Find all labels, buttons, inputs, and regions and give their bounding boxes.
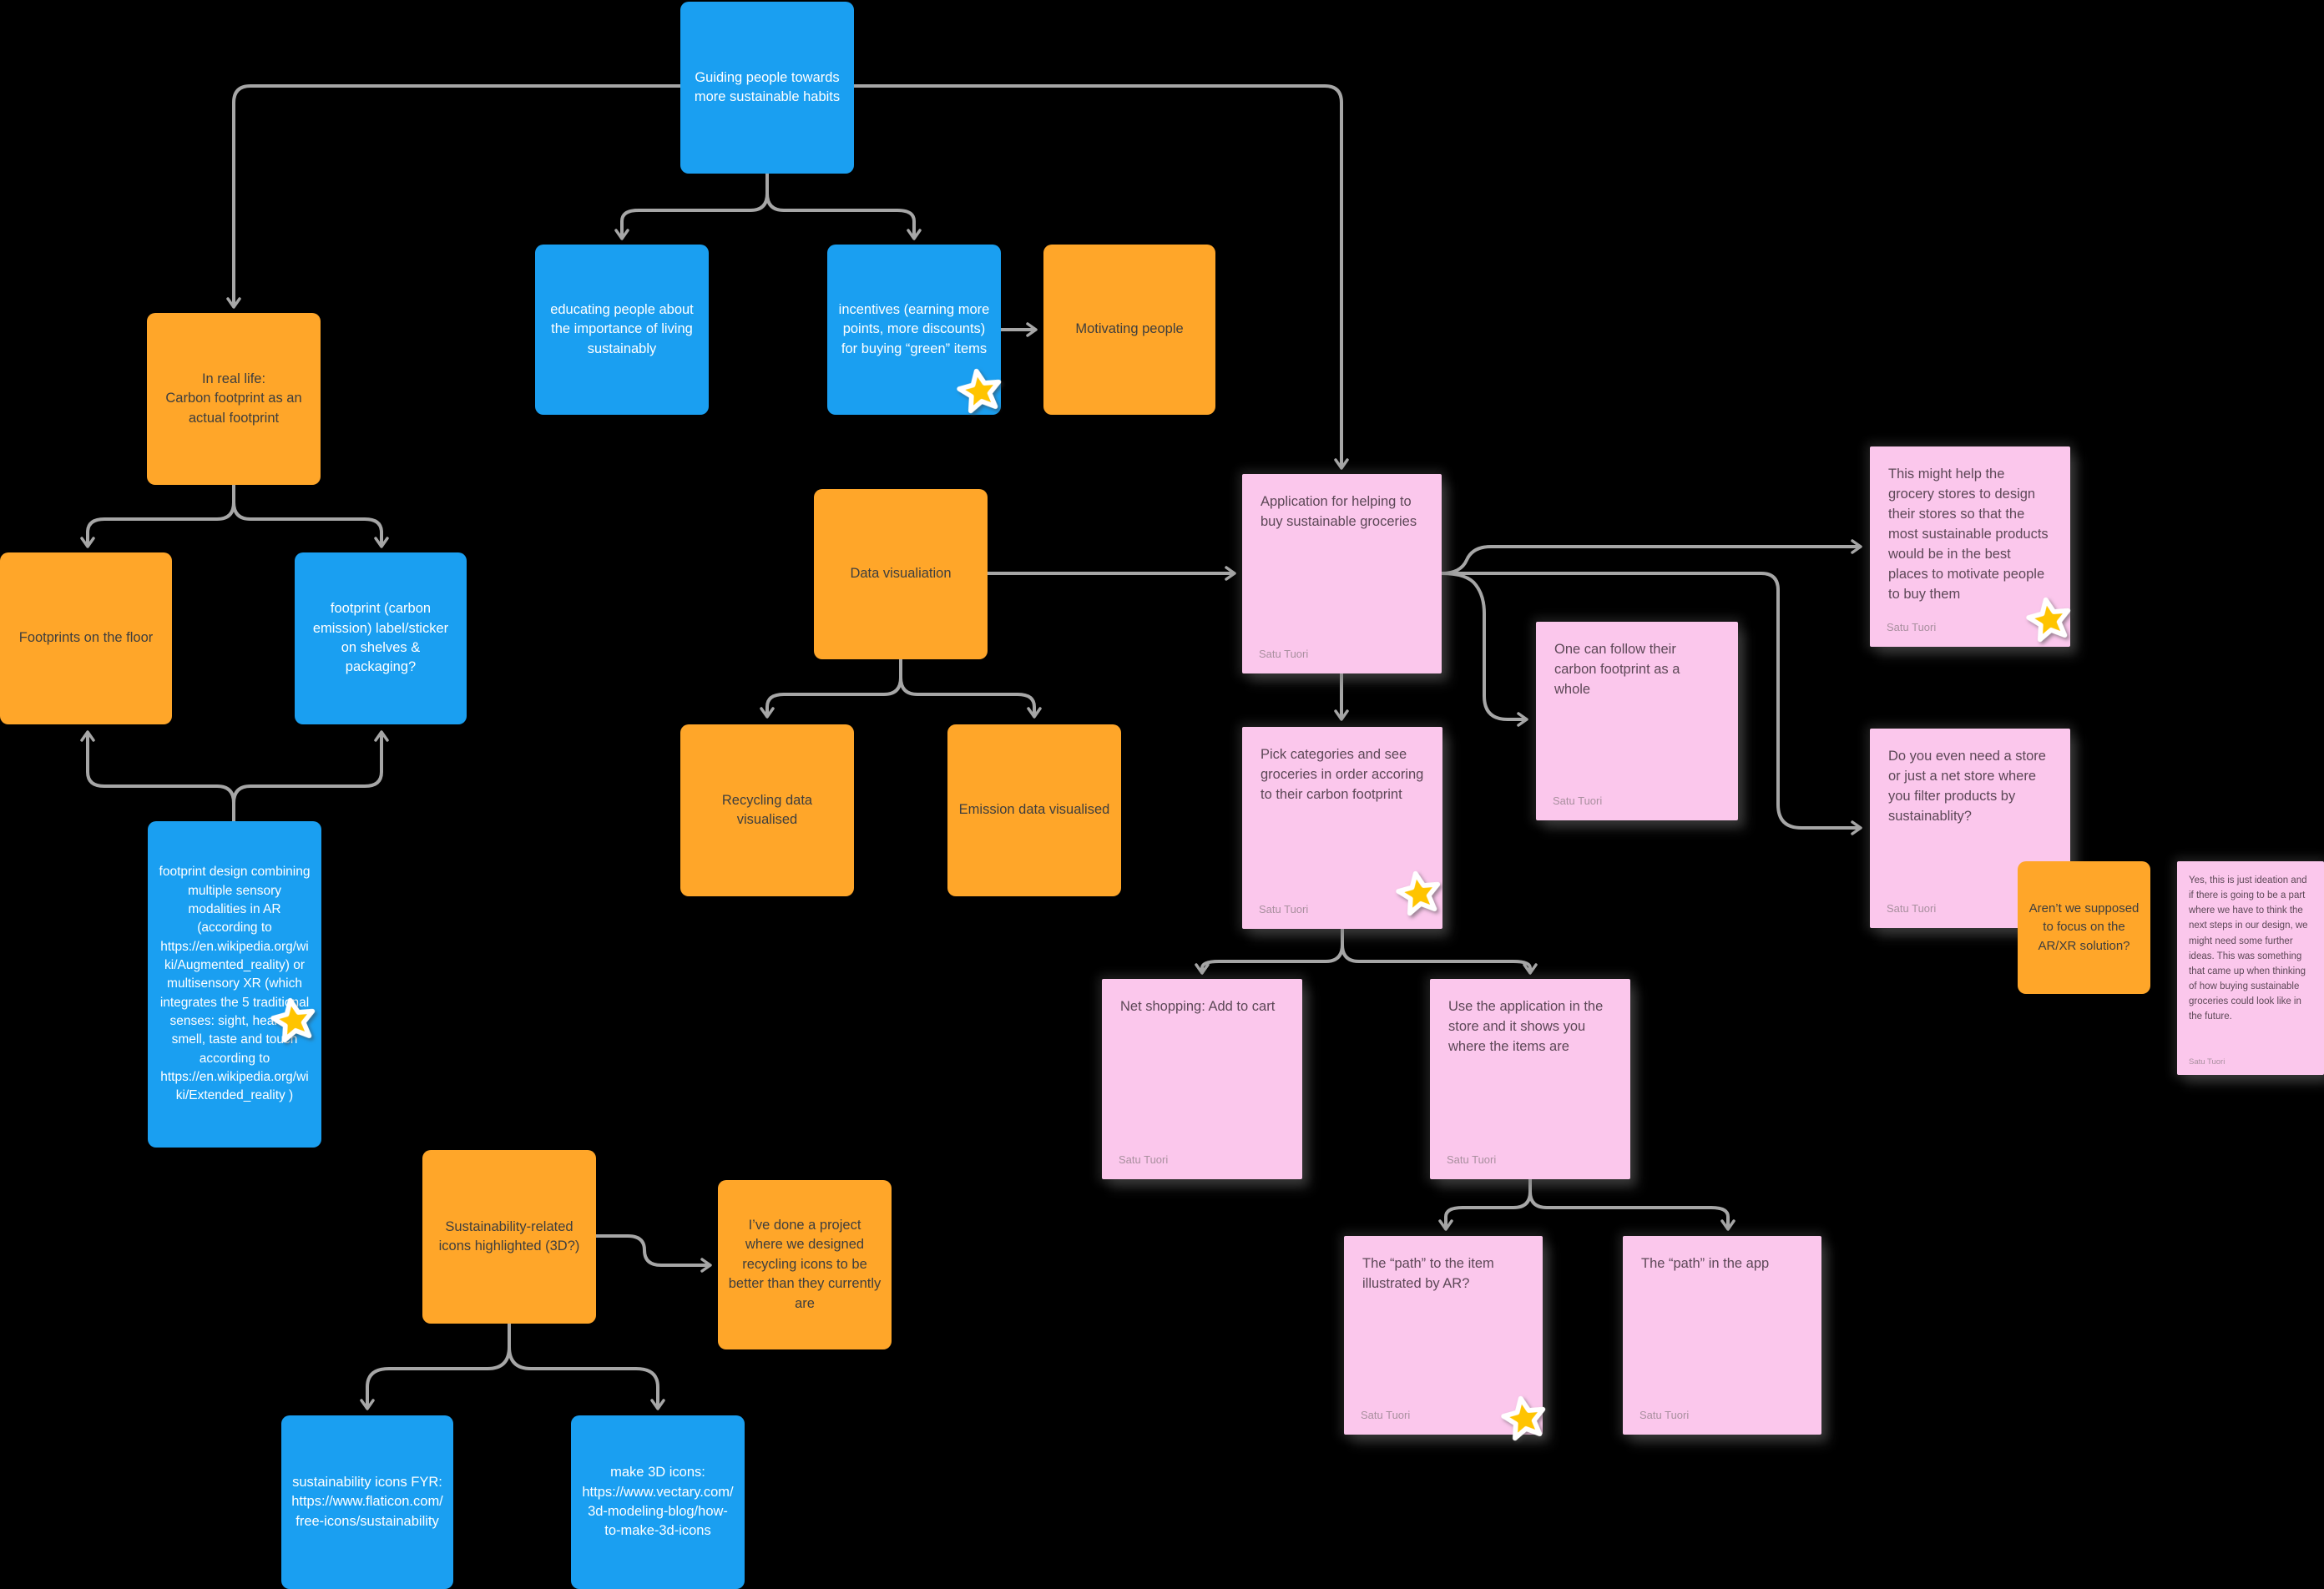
note-sustainability-fyr[interactable]: sustainability icons FYR: https://www.fl… — [281, 1415, 453, 1589]
note-text: Recycling data visualised — [721, 792, 813, 827]
connector-sustainability-icons-to-make-3d-icons — [508, 1322, 665, 1410]
author-label: Satu Tuori — [1259, 903, 1309, 916]
connector-footprint-design-to-footprint-label — [232, 730, 389, 823]
note-make-3d-icons[interactable]: make 3D icons: https://www.vectary.com/3… — [571, 1415, 745, 1589]
author-label: Satu Tuori — [1639, 1409, 1690, 1421]
note-pick-categories[interactable]: Pick categories and see groceries in ord… — [1242, 727, 1442, 929]
note-incentives[interactable]: incentives (earning more points, more di… — [827, 245, 1002, 415]
note-text: Sustainability-related icons highlighted… — [438, 1218, 580, 1254]
note-this-might-help[interactable]: This might help the grocery stores to de… — [1870, 446, 2071, 647]
note-text: The “path” to the item illustrated by AR… — [1362, 1256, 1494, 1291]
note-text: Pick categories and see groceries in ord… — [1261, 747, 1424, 802]
note-application[interactable]: Application for helping to buy sustainab… — [1242, 474, 1442, 673]
note-text: Emission data visualised — [958, 802, 1110, 818]
connector-data-visualiation-to-emission-data — [899, 658, 1042, 719]
note-text: The “path” in the app — [1641, 1256, 1770, 1271]
connector-use-application-to-path-app — [1528, 1178, 1735, 1231]
note-data-visualiation[interactable]: Data visualiation — [814, 489, 988, 659]
note-use-application[interactable]: Use the application in the store and it … — [1430, 979, 1630, 1179]
connector-in-real-life-to-footprints-floor — [80, 483, 235, 548]
author-label: Satu Tuori — [1361, 1409, 1411, 1421]
note-text: incentives (earning more points, more di… — [838, 301, 990, 356]
note-text: This might help the grocery stores to de… — [1888, 467, 2049, 602]
star-stamp-icon — [1501, 1395, 1546, 1441]
note-do-you-even[interactable]: Do you even need a store or just a net s… — [1870, 729, 2070, 928]
note-text: In real life: Carbon footprint as an act… — [165, 371, 302, 426]
note-path-ar[interactable]: The “path” to the item illustrated by AR… — [1344, 1236, 1546, 1441]
note-in-real-life[interactable]: In real life: Carbon footprint as an act… — [147, 313, 321, 485]
note-text: Data visualiation — [850, 566, 952, 582]
connector-sustainability-icons-to-sustainability-fyr — [360, 1322, 511, 1410]
note-footprint-label[interactable]: footprint (carbon emission) label/sticke… — [295, 552, 467, 724]
note-text: sustainability icons FYR: https://www.fl… — [291, 1474, 443, 1529]
connector-guiding-people-to-incentives — [765, 172, 922, 240]
note-arent-we[interactable]: Aren’t we supposed to focus on the AR/XR… — [2018, 861, 2150, 994]
connector-guiding-people-to-educating-people — [614, 172, 769, 240]
star-stamp-icon — [1396, 870, 1441, 916]
connector-application-to-this-might-help — [1440, 539, 1862, 575]
note-text: Net shopping: Add to cart — [1120, 999, 1276, 1014]
author-label: Satu Tuori — [2189, 1057, 2225, 1067]
note-footprint-design[interactable]: footprint design combining multiple sens… — [148, 821, 321, 1148]
note-text: footprint design combining multiple sens… — [159, 865, 311, 1103]
note-text: Aren’t we supposed to focus on the AR/XR… — [2028, 900, 2140, 953]
star-stamp-icon — [270, 997, 316, 1043]
note-yes-ideation[interactable]: Yes, this is just ideation and if there … — [2177, 861, 2324, 1075]
note-recycling-data[interactable]: Recycling data visualised — [680, 724, 854, 896]
star-stamp-icon — [957, 368, 1002, 414]
note-text: Yes, this is just ideation and if there … — [2189, 875, 2308, 1022]
note-text: make 3D icons: https://www.vectary.com/3… — [582, 1465, 734, 1539]
note-text: I’ve done a project where we designed re… — [728, 1217, 882, 1311]
connector-pick-categories-to-use-application — [1341, 927, 1538, 975]
note-text: One can follow their carbon footprint as… — [1554, 642, 1680, 697]
note-text: Use the application in the store and it … — [1448, 999, 1604, 1054]
note-text: Application for helping to buy sustainab… — [1261, 494, 1417, 529]
note-text: Footprints on the floor — [18, 630, 154, 646]
author-label: Satu Tuori — [1887, 621, 1937, 633]
note-one-can-follow[interactable]: One can follow their carbon footprint as… — [1536, 622, 1738, 820]
note-sustainability-icons[interactable]: Sustainability-related icons highlighted… — [422, 1150, 596, 1324]
note-footprints-floor[interactable]: Footprints on the floor — [0, 552, 172, 724]
note-guiding-people[interactable]: Guiding people towards more sustainable … — [680, 2, 854, 174]
connector-application-to-one-can-follow — [1440, 572, 1528, 727]
note-motivating-people[interactable]: Motivating people — [1043, 245, 1215, 415]
note-text: Do you even need a store or just a net s… — [1888, 749, 2046, 824]
note-text: educating people about the importance of… — [550, 301, 694, 356]
note-educating-people[interactable]: educating people about the importance of… — [535, 245, 709, 415]
author-label: Satu Tuori — [1259, 648, 1309, 660]
connector-data-visualiation-to-recycling-data — [760, 658, 902, 719]
connector-footprint-design-to-footprints-floor — [80, 730, 235, 823]
author-label: Satu Tuori — [1887, 902, 1937, 915]
note-text: Guiding people towards more sustainable … — [694, 69, 841, 104]
note-text: Motivating people — [1075, 321, 1184, 337]
connector-in-real-life-to-footprint-label — [232, 483, 389, 548]
author-label: Satu Tuori — [1553, 794, 1603, 807]
star-stamp-icon — [2026, 597, 2071, 643]
author-label: Satu Tuori — [1119, 1153, 1169, 1166]
connector-use-application-to-path-ar — [1438, 1178, 1532, 1231]
note-ive-done-project[interactable]: I’ve done a project where we designed re… — [718, 1180, 892, 1349]
note-text: footprint (carbon emission) label/sticke… — [312, 601, 449, 675]
author-label: Satu Tuori — [1447, 1153, 1497, 1166]
connector-pick-categories-to-net-shopping — [1195, 927, 1344, 975]
note-emission-data[interactable]: Emission data visualised — [947, 724, 1121, 896]
connector-sustainability-icons-to-ive-done-project — [594, 1234, 712, 1273]
